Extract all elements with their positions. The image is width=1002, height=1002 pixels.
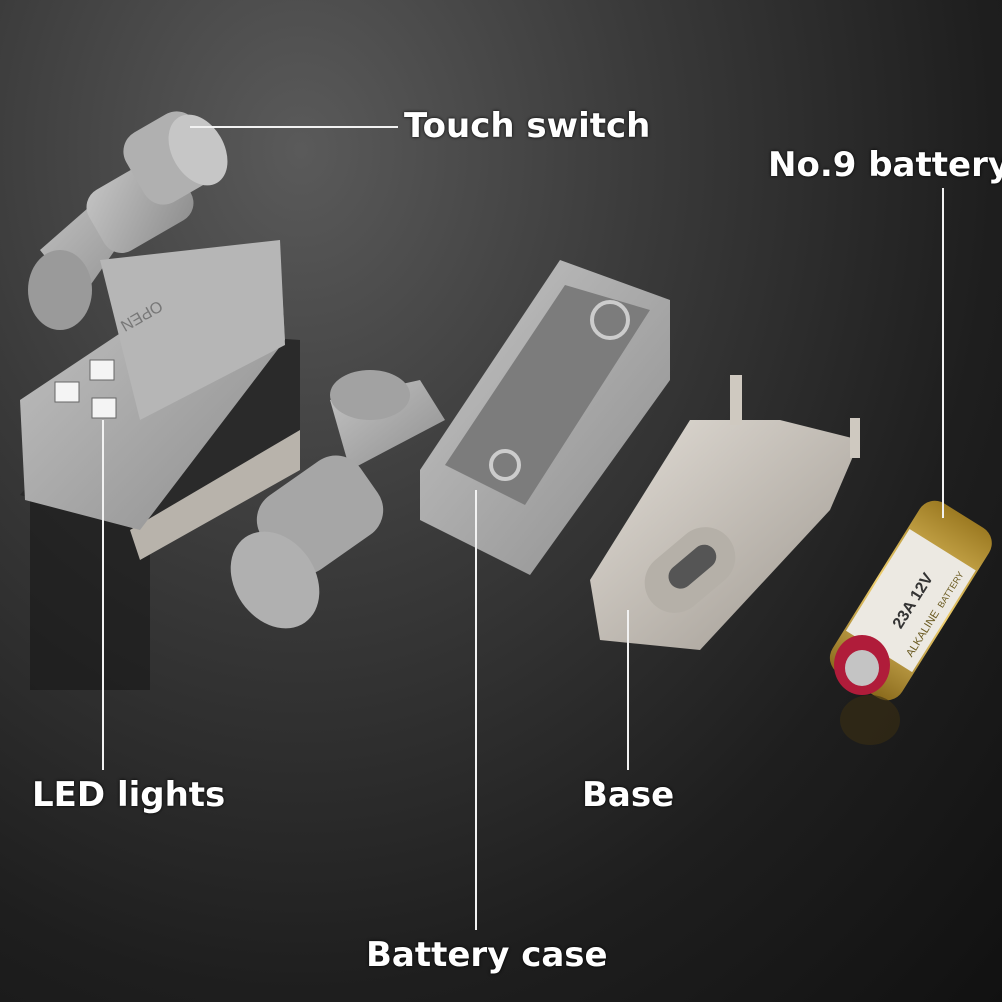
base-callout-line	[627, 610, 629, 770]
battery-callout-line	[942, 188, 944, 518]
battery-label: No.9 battery	[768, 145, 1002, 185]
base-label: Base	[582, 775, 675, 815]
led-hinge-unit: OPEN	[20, 111, 300, 690]
battery-case-callout-line	[475, 490, 477, 930]
led-lights-callout-line	[102, 420, 104, 770]
led-lights-label: LED lights	[32, 775, 226, 815]
metal-base	[590, 375, 860, 650]
battery-case-label: Battery case	[366, 935, 608, 975]
battery-case	[230, 260, 670, 629]
touch-switch-label: Touch switch	[404, 106, 651, 146]
battery: 23A 12V ALKALINE BATTERY	[829, 500, 992, 745]
touch-switch-callout-line	[190, 126, 398, 128]
